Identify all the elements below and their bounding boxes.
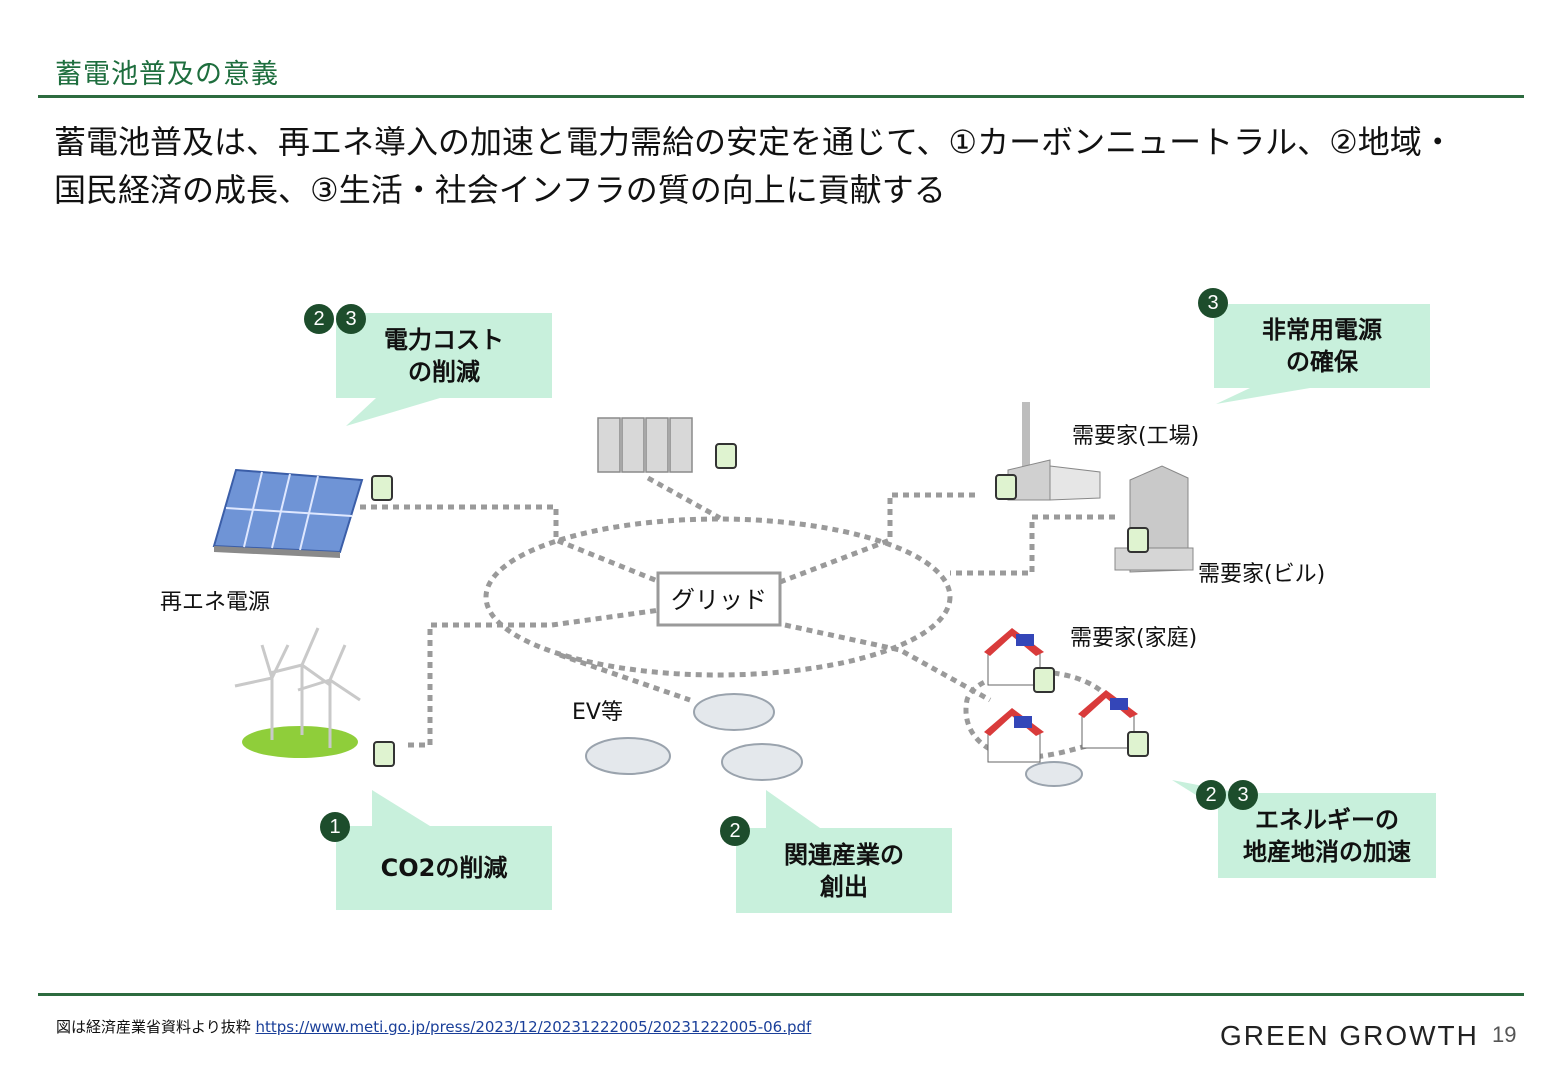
callout-line-2: の確保 xyxy=(1286,348,1358,376)
badge-2: 2 xyxy=(304,304,334,334)
callout-line-1: 電力コスト xyxy=(384,325,504,354)
callout-local-energy: エネルギーの 地産地消の加速 xyxy=(1218,793,1436,878)
badge-2: 2 xyxy=(1196,780,1226,810)
grid-label: グリッド xyxy=(671,586,767,614)
factory-icon xyxy=(1007,402,1101,501)
badge-3: 3 xyxy=(1228,780,1258,810)
callout-industry-creation: 関連産業の 創出 xyxy=(736,828,952,913)
brand-logo: GREEN GROWTH xyxy=(1220,1020,1479,1051)
badge-1: 1 xyxy=(320,812,350,842)
server-rack-icon xyxy=(597,417,693,473)
callout-cost-reduction: 電力コスト の削減 xyxy=(336,313,552,398)
ev-car-icon xyxy=(585,693,1083,787)
callout-line-1: CO2の削減 xyxy=(380,854,508,882)
home-label: 需要家(家庭) xyxy=(1070,626,1198,651)
page-title: 蓄電池普及の意義 xyxy=(55,59,279,90)
source-note: 図は経済産業省資料より抜粋 https://www.meti.go.jp/pre… xyxy=(56,1016,811,1037)
callout-line-1: エネルギーの xyxy=(1255,805,1399,834)
page-number: 19 xyxy=(1492,1022,1517,1047)
callout-tail xyxy=(372,790,430,826)
source-link[interactable]: https://www.meti.go.jp/press/2023/12/202… xyxy=(255,1018,812,1036)
callout-emergency-power: 非常用電源 の確保 xyxy=(1214,304,1430,388)
ev-label: EV等 xyxy=(572,700,623,725)
source-prefix: 図は経済産業省資料より抜粋 xyxy=(56,1018,251,1036)
callout-line-2: の削減 xyxy=(408,357,480,386)
renewable-label: 再エネ電源 xyxy=(160,590,271,615)
callout-line-2: 地産地消の加速 xyxy=(1243,837,1411,866)
badge-3: 3 xyxy=(336,304,366,334)
battery-icon xyxy=(371,443,1149,767)
factory-label: 需要家(工場) xyxy=(1072,424,1200,449)
lead-line-1: 蓄電池普及は、再エネ導入の加速と電力需給の安定を通じて、①カーボンニュートラル、… xyxy=(54,123,1454,161)
footer-divider xyxy=(38,993,1524,996)
solar-panel-icon xyxy=(212,468,364,558)
callout-line-1: 非常用電源 xyxy=(1262,316,1382,344)
callout-tail xyxy=(346,398,440,426)
badge-3: 3 xyxy=(1198,288,1228,318)
callout-tail xyxy=(766,790,820,828)
callout-tail xyxy=(1216,388,1310,404)
lead-statement: 蓄電池普及は、再エネ導入の加速と電力需給の安定を通じて、①カーボンニュートラル、… xyxy=(54,118,1514,214)
building-label: 需要家(ビル) xyxy=(1198,562,1326,587)
office-building-icon xyxy=(1114,465,1194,573)
wind-turbine-icon xyxy=(234,627,361,758)
callout-line-1: 関連産業の xyxy=(784,840,904,869)
callout-co2-reduction: CO2の削減 xyxy=(336,826,552,910)
badge-2: 2 xyxy=(720,816,750,846)
header-divider xyxy=(38,95,1524,98)
connection-lines xyxy=(360,475,1115,760)
callout-line-2: 創出 xyxy=(820,872,868,901)
grid-box xyxy=(656,571,782,627)
lead-line-2: 国民経済の成長、③生活・社会インフラの質の向上に貢献する xyxy=(54,171,946,209)
